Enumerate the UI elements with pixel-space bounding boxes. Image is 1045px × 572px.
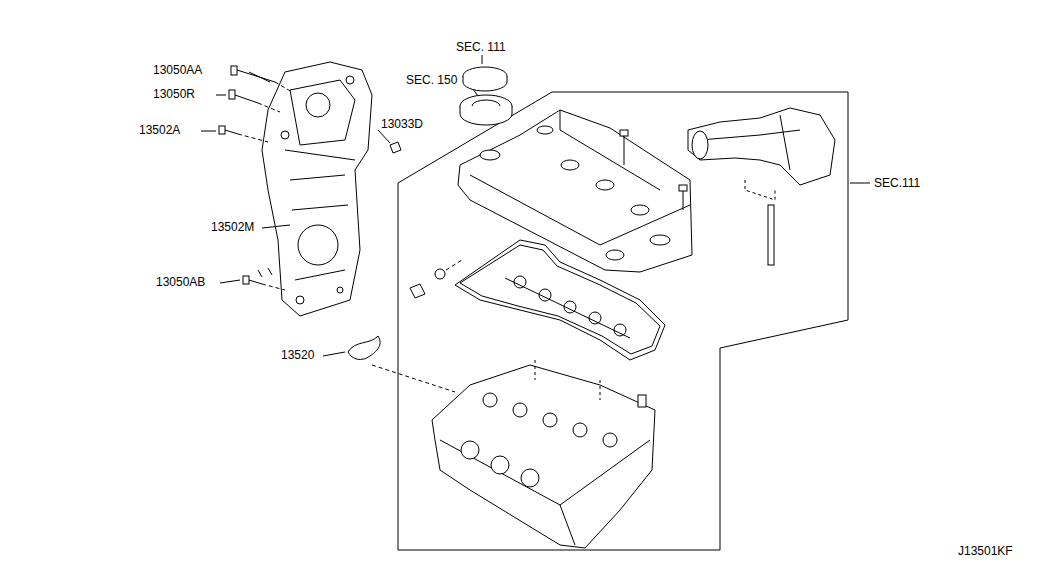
- section-reference: SEC. 150: [405, 73, 458, 87]
- cylinder-head: [432, 360, 655, 548]
- diagram-code: J13501KF: [957, 544, 1014, 558]
- part-number: 13520: [280, 348, 315, 362]
- air-duct: [688, 108, 835, 265]
- group-frame: [398, 92, 848, 550]
- gasket: [348, 336, 380, 359]
- part-number: 13033D: [380, 117, 424, 131]
- part-number: 13502M: [210, 220, 255, 234]
- part-number: 13050AA: [152, 63, 203, 77]
- leader-line: [238, 82, 462, 392]
- part-number: 13502A: [138, 123, 181, 137]
- bolt: [219, 66, 401, 284]
- leader-line: [201, 55, 870, 356]
- oil-cap: [460, 67, 512, 125]
- gasket: [410, 240, 665, 360]
- part-number: 13050R: [152, 87, 196, 101]
- timing-cover: [262, 62, 372, 316]
- section-reference: SEC.111: [873, 176, 921, 190]
- section-reference: SEC. 111: [455, 40, 507, 54]
- part-number: 13050AB: [155, 275, 206, 289]
- valve-cover: [458, 110, 692, 272]
